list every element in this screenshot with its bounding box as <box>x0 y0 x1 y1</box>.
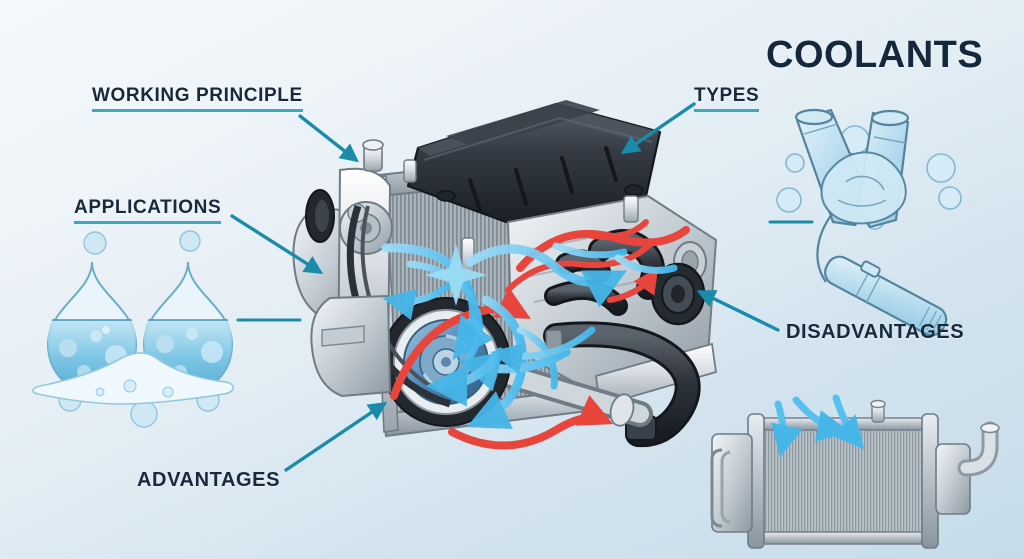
leader-types <box>620 102 696 155</box>
leader-advantages <box>284 401 388 472</box>
coolant-droplets-illustration <box>32 230 235 428</box>
sparkle-icon <box>425 244 487 306</box>
label-working-principle[interactable]: WORKING PRINCIPLE <box>92 86 303 112</box>
label-disadvantages[interactable]: DISADVANTAGES <box>786 321 965 343</box>
label-applications[interactable]: APPLICATIONS <box>74 198 222 224</box>
leader-applications <box>230 214 324 275</box>
engine-cooling-system-illustration <box>292 100 718 450</box>
leader-working-principle <box>298 114 359 163</box>
leader-disadvantages <box>696 290 780 332</box>
label-advantages[interactable]: ADVANTAGES <box>137 469 281 491</box>
leader-lines <box>230 102 814 472</box>
coolant-flasks-illustration <box>776 108 962 337</box>
filler-caps <box>362 139 639 273</box>
page-title: COOLANTS <box>766 34 984 76</box>
label-types[interactable]: TYPES <box>694 86 760 112</box>
engine-valve-cover <box>406 100 662 224</box>
heat-exchanger-illustration <box>710 394 1000 549</box>
cold-coolant-flow <box>381 242 678 429</box>
